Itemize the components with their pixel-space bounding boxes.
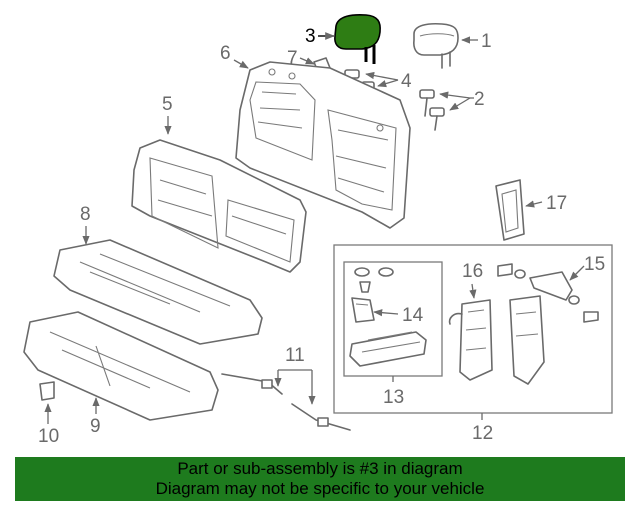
svg-text:12: 12 [472, 423, 493, 444]
svg-text:7: 7 [287, 48, 298, 69]
bracket-16[interactable] [448, 295, 545, 385]
seat-belt-buckles[interactable] [221, 373, 351, 431]
seat-back-frame[interactable] [235, 61, 411, 229]
svg-text:10: 10 [38, 426, 59, 447]
callout-2: 2 [439, 89, 485, 111]
info-banner: Part or sub-assembly is #3 in diagram Di… [15, 457, 625, 501]
group-box-12 [333, 244, 613, 414]
parts-diagram: 3 1 2 4 7 [23, 13, 613, 447]
armrest-13[interactable] [349, 267, 427, 367]
callout-1: 1 [461, 31, 492, 52]
svg-text:5: 5 [162, 94, 173, 115]
callout-17: 17 [525, 193, 567, 214]
svg-text:11: 11 [285, 345, 305, 366]
seat-cushion-frame[interactable] [23, 311, 219, 421]
callout-10: 10 [38, 403, 59, 447]
callout-6: 6 [220, 43, 249, 69]
callout-14: 14 [373, 305, 424, 326]
headrest-highlighted[interactable] [334, 13, 381, 64]
hinge-15[interactable] [497, 263, 599, 323]
hook-10[interactable] [39, 381, 55, 401]
callout-8: 8 [80, 204, 91, 245]
svg-text:15: 15 [584, 254, 605, 275]
headrest-1[interactable] [413, 22, 459, 69]
banner-line-1: Part or sub-assembly is #3 in diagram [177, 459, 463, 478]
callout-16: 16 [462, 261, 483, 299]
callout-15: 15 [569, 254, 605, 281]
svg-text:1: 1 [481, 31, 492, 52]
headrest-guides[interactable] [419, 89, 445, 131]
svg-text:4: 4 [401, 71, 412, 92]
armrest-lid-14[interactable] [351, 297, 375, 323]
seat-back-cover[interactable] [131, 139, 307, 273]
svg-text:17: 17 [546, 193, 567, 214]
callout-13: 13 [383, 376, 404, 408]
callout-7: 7 [287, 48, 315, 69]
callout-4: 4 [365, 71, 412, 92]
svg-text:9: 9 [90, 416, 101, 437]
callout-11: 11 [274, 345, 316, 405]
svg-text:8: 8 [80, 204, 91, 225]
svg-text:13: 13 [383, 387, 404, 408]
bezel-17[interactable] [495, 179, 525, 241]
callout-3: 3 [305, 26, 335, 47]
callout-5: 5 [162, 94, 173, 135]
banner-line-2: Diagram may not be specific to your vehi… [155, 479, 485, 498]
callout-9: 9 [90, 397, 101, 437]
svg-text:3: 3 [305, 26, 316, 47]
svg-text:16: 16 [462, 261, 483, 282]
seat-cushion-cover[interactable] [53, 239, 263, 345]
callout-12: 12 [472, 413, 493, 444]
svg-text:14: 14 [402, 305, 424, 326]
svg-text:6: 6 [220, 43, 231, 64]
svg-text:2: 2 [474, 89, 485, 110]
